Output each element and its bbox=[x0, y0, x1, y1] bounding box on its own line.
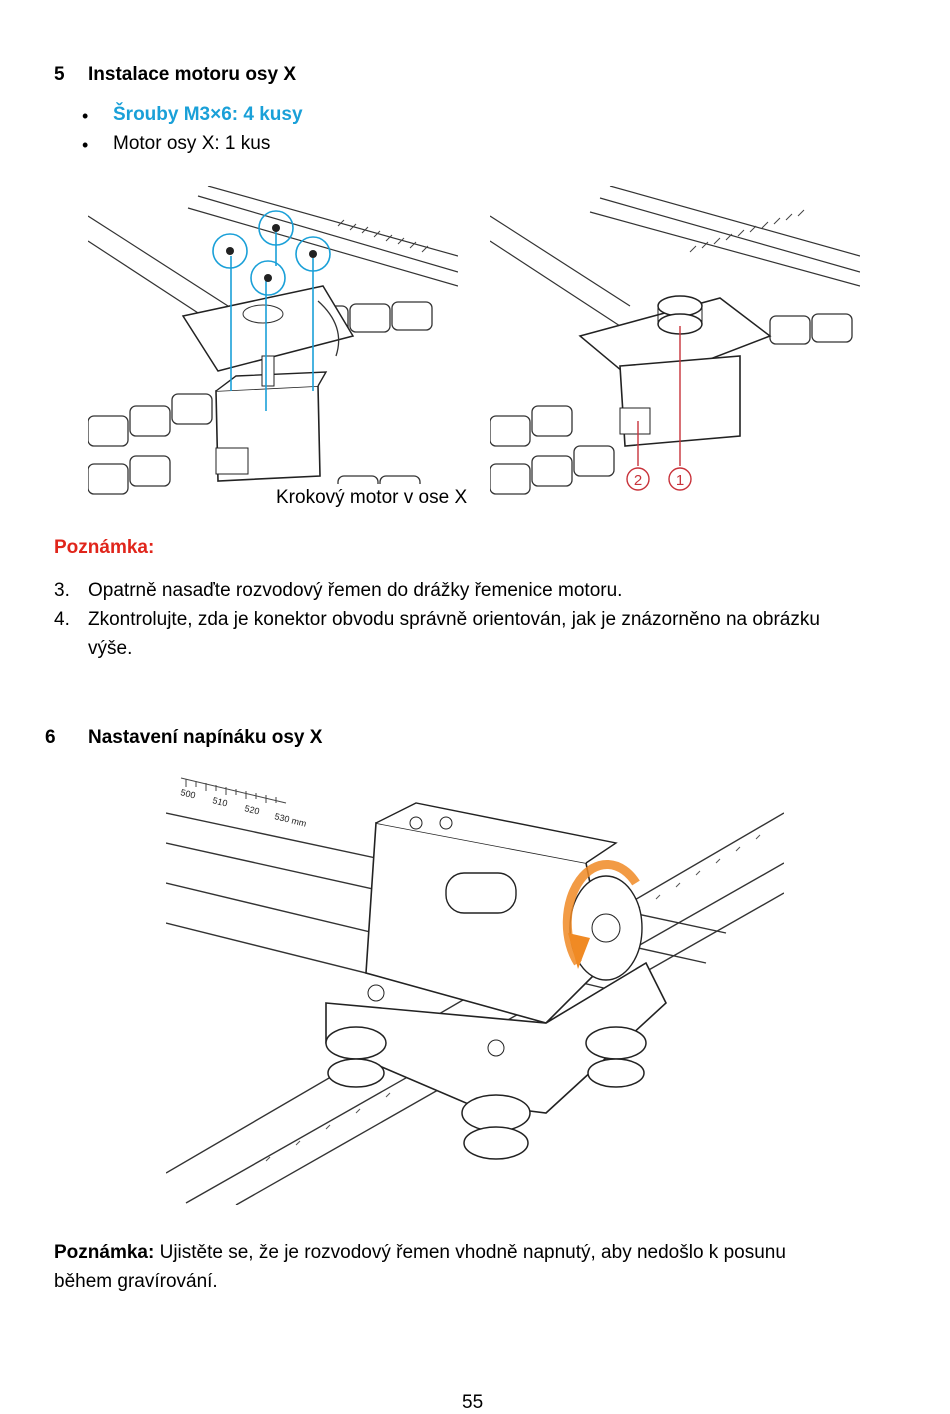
bullet-dot-1: • bbox=[82, 106, 89, 126]
section-6-number: 6 bbox=[45, 727, 56, 748]
section-6-title: Nastavení napínáku osy X bbox=[88, 727, 323, 748]
step-4-text-continued: výše. bbox=[88, 638, 133, 659]
note-text-line-1: Ujistěte se, že je rozvodový řemen vhodn… bbox=[154, 1242, 786, 1263]
motor-installed-illustration: 1 2 bbox=[490, 186, 860, 508]
step-4-text: Zkontrolujte, zda je konektor obvodu spr… bbox=[88, 609, 820, 630]
step-3-text: Opatrně nasaďte rozvodový řemen do drážk… bbox=[88, 580, 623, 601]
bullet-motor: Motor osy X: 1 kus bbox=[113, 133, 271, 154]
bullet-screws: Šrouby M3×6: 4 kusy bbox=[113, 104, 303, 125]
motor-install-illustration bbox=[88, 186, 458, 508]
ruler-label-500: 500 bbox=[180, 787, 197, 800]
note-text-line-2: během gravírování. bbox=[54, 1271, 218, 1292]
section-5-number: 5 bbox=[54, 64, 65, 85]
tensioner-illustration: 500 510 520 530 mm bbox=[166, 773, 784, 1205]
figure-caption-stepper: Krokový motor v ose X bbox=[276, 487, 468, 508]
callout-1: 1 bbox=[676, 472, 684, 489]
page-number: 55 bbox=[462, 1392, 484, 1413]
ruler-label-510: 510 bbox=[212, 795, 229, 808]
bullet-dot-2: • bbox=[82, 135, 89, 155]
section-5-title: Instalace motoru osy X bbox=[88, 64, 297, 85]
note-label-section-5: Poznámka: bbox=[54, 537, 155, 558]
callout-2: 2 bbox=[634, 472, 642, 489]
step-3-number: 3. bbox=[54, 580, 70, 601]
note-label-section-6: Poznámka: bbox=[54, 1242, 155, 1263]
note-section-6: Poznámka: Ujistěte se, že je rozvodový ř… bbox=[54, 1242, 914, 1264]
step-4-number: 4. bbox=[54, 609, 70, 630]
ruler-label-520: 520 bbox=[244, 803, 261, 816]
